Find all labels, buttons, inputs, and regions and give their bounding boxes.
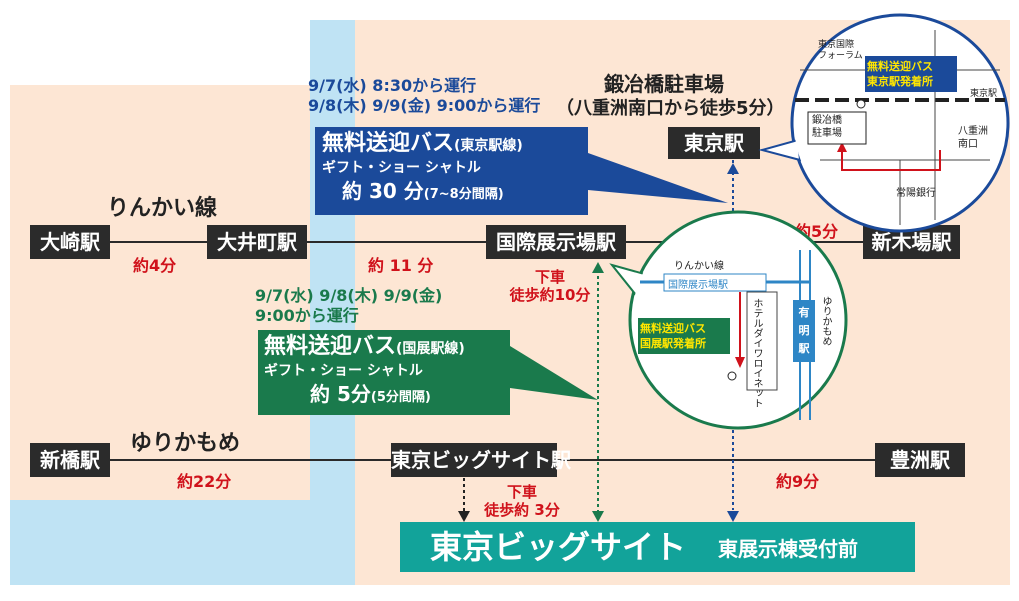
tokyo-inset-pointer	[758, 138, 802, 162]
tokyo-inset-label-2: 東京駅発着所	[867, 75, 933, 88]
time-bigsight-toyosu: 約9分	[776, 472, 820, 491]
arrow-down-bigsight-green	[592, 511, 604, 522]
tokyo-inset-yaesu-2: 南口	[958, 139, 978, 150]
tokyo-inset-parking-2: 駐車場	[812, 128, 842, 139]
bay-water	[10, 500, 310, 585]
station-toyosu[interactable]: 豊洲駅	[875, 443, 965, 477]
bus-tokyo-callout	[315, 127, 728, 215]
walk-bigsight-bottom: 徒歩約 3分	[484, 501, 560, 519]
kokusai-inset-hotel-text: ホテルダイワロイネット	[750, 298, 762, 408]
bus-tokyo-schedule: 9/7(水) 8:30から運行 9/8(木) 9/9(金) 9:00から運行	[308, 76, 540, 116]
bus-kokuten-schedule-2: 9:00から運行	[255, 306, 359, 325]
bus-kokuten-text: 無料送迎バス(国展駅線) ギフト・ショー シャトル 約 5分(5分間隔)	[264, 335, 465, 411]
kokusai-inset-station: 国際展示場駅	[668, 280, 728, 291]
tokyo-inset-bank: 常陽銀行	[896, 188, 936, 199]
kokusai-inset-ariake-2: 明	[798, 324, 810, 337]
parking-subtitle: （八重洲南口から徒歩5分）	[556, 98, 785, 119]
kokusai-inset-label-box	[638, 318, 730, 354]
bus-kokuten-duration: 約 5分	[310, 382, 371, 406]
destination-main: 東京ビッグサイト	[430, 528, 687, 566]
station-tokyo[interactable]: 東京駅	[668, 127, 760, 159]
tokyo-inset-stop	[856, 99, 866, 109]
walk-bigsight-top: 下車	[506, 483, 537, 501]
tokyo-inset-station: 東京駅	[970, 89, 998, 99]
walk-kokusai: 下車 徒歩約10分	[500, 268, 600, 304]
tokyo-inset-yaesu: 八重洲 南口	[958, 125, 988, 151]
station-kokusai-tenjijo[interactable]: 国際展示場駅	[486, 225, 626, 259]
tokyo-inset-label-1: 無料送迎バス	[867, 60, 933, 73]
kokusai-inset-station-box	[663, 273, 767, 292]
arrow-down-bigsight-blue	[727, 511, 739, 522]
tokyo-inset-red-arrow	[837, 142, 847, 152]
rinkai-line-label: りんかい線	[107, 196, 218, 221]
bus-tokyo-duration: 約 30 分	[342, 179, 424, 203]
tokyo-inset-parking: 鍛冶橋 駐車場	[812, 114, 842, 140]
bus-tokyo-schedule-2: 9/8(木) 9/9(金) 9:00から運行	[308, 96, 541, 115]
bus-tokyo-sub: ギフト・ショー シャトル	[322, 160, 481, 176]
bus-kokuten-sub: ギフト・ショー シャトル	[264, 363, 423, 379]
tokyo-inset-yaesu-1: 八重洲	[958, 126, 988, 137]
kokusai-inset-hotel	[746, 291, 778, 391]
arrow-up-tokyo	[727, 163, 739, 174]
kokusai-inset-yuri: ゆりかもめ	[820, 296, 831, 346]
river	[310, 20, 355, 585]
bus-tokyo-interval: (7~8分間隔)	[423, 187, 504, 202]
bus-kokuten-title: 無料送迎バス	[264, 334, 397, 359]
bus-kokuten-schedule-1: 9/7(水) 9/8(木) 9/9(金)	[255, 286, 443, 305]
tokyo-inset-forum-2: フォーラム	[818, 51, 863, 61]
bus-tokyo-title: 無料送迎バス	[322, 131, 455, 156]
yurikamome-line-label: ゆりかもめ	[130, 431, 241, 456]
kokusai-inset-stop	[727, 371, 737, 381]
kokusai-inset-label-1: 無料送迎バス	[640, 322, 706, 335]
bus-tokyo-text: 無料送迎バス(東京駅線) ギフト・ショー シャトル 約 30 分(7~8分間隔)	[322, 132, 523, 208]
arrow-down-walk	[458, 511, 470, 522]
tokyo-inset-forum: 東京国際 フォーラム	[818, 40, 863, 62]
time-osaki-oimachi: 約4分	[133, 256, 177, 275]
station-oimachi[interactable]: 大井町駅	[207, 225, 307, 259]
station-big-sight[interactable]: 東京ビッグサイト駅	[391, 443, 571, 477]
station-shinbashi[interactable]: 新橋駅	[30, 443, 110, 477]
arrow-up-kokusai	[592, 262, 604, 273]
kokusai-inset-ariake-3: 駅	[798, 342, 810, 355]
walk-bigsight: 下車 徒歩約 3分	[477, 483, 567, 519]
kokusai-inset-ariake-box	[793, 300, 815, 362]
tokyo-inset-forum-1: 東京国際	[818, 40, 855, 50]
bus-kokuten-line: (国展駅線)	[396, 341, 465, 357]
tokyo-inset-label-box	[865, 56, 957, 92]
kokusai-inset-ariake: 有 明 駅	[797, 304, 811, 358]
kokusai-inset-fill	[632, 214, 844, 426]
walk-kokusai-bottom: 徒歩約10分	[509, 286, 591, 304]
tokyo-inset-parking-box	[807, 111, 867, 145]
parking-title: 鍛冶橋駐車場	[604, 72, 724, 96]
kokusai-inset-ariake-1: 有	[798, 306, 810, 319]
destination-sub: 東展示棟受付前	[718, 537, 858, 561]
kokusai-inset-label-2: 国展駅発着所	[640, 337, 706, 350]
bus-kokuten-interval: (5分間隔)	[370, 390, 431, 405]
bus-kokuten-schedule: 9/7(水) 9/8(木) 9/9(金) 9:00から運行	[255, 286, 442, 326]
bus-tokyo-schedule-1: 9/7(水) 8:30から運行	[308, 76, 477, 95]
walk-kokusai-top: 下車	[534, 268, 565, 286]
bus-tokyo-line: (東京駅線)	[454, 138, 523, 154]
tokyo-inset-label: 無料送迎バス 東京駅発着所	[867, 59, 933, 89]
kokusai-inset-hotel-1: ホテル	[751, 298, 762, 328]
land-cutout	[10, 20, 310, 85]
kokusai-inset-label: 無料送迎バス 国展駅発着所	[640, 321, 706, 351]
tokyo-inset-parking-1: 鍛冶橋	[812, 115, 842, 126]
station-osaki[interactable]: 大崎駅	[30, 225, 110, 259]
time-oimachi-kokusai: 約 11 分	[368, 256, 434, 275]
destination-banner[interactable]: 東京ビッグサイト 東展示棟受付前	[400, 522, 915, 572]
tokyo-inset-red-route	[841, 146, 941, 171]
time-shinbashi-bigsight: 約22分	[177, 472, 232, 491]
bus-kokuten-callout	[258, 330, 598, 415]
kokusai-inset-red-arrow	[735, 357, 745, 368]
kokusai-inset-line: りんかい線	[674, 261, 724, 272]
kokusai-inset-hotel-2: ダイワロイネット	[751, 328, 762, 408]
